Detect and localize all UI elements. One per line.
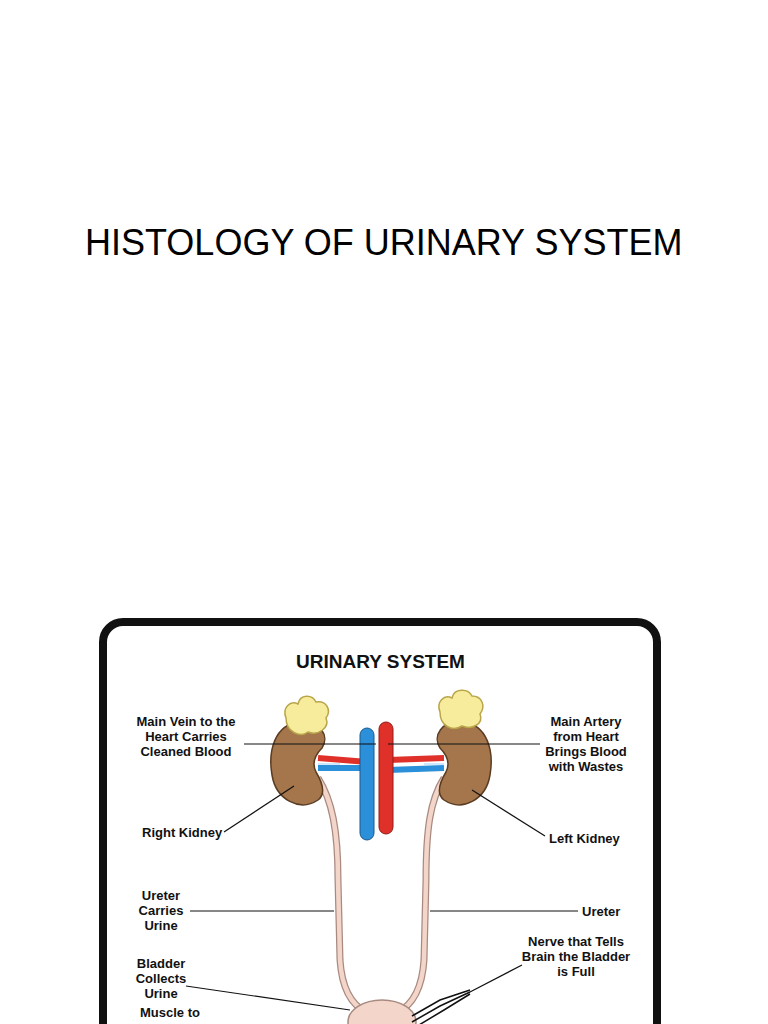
- callout-label: Main Vein to the Heart Carries Cleaned B…: [130, 714, 242, 759]
- frame-heading: URINARY SYSTEM: [296, 651, 465, 673]
- leader-line: [190, 910, 334, 911]
- renal-artery: [388, 758, 444, 760]
- left-kidney: [437, 722, 491, 805]
- ureter-right: [318, 778, 366, 1012]
- ureter-left: [398, 778, 444, 1012]
- renal-vein: [388, 768, 444, 770]
- adrenal-gland: [285, 696, 328, 734]
- aorta: [379, 722, 393, 834]
- slide-title: HISTOLOGY OF URINARY SYSTEM: [85, 222, 682, 264]
- ureter-outline: [398, 778, 444, 1012]
- bladder: [348, 1000, 416, 1024]
- leader-line: [244, 743, 376, 744]
- adrenal-gland: [439, 690, 483, 728]
- ureter-outline: [318, 778, 366, 1012]
- leader-line: [472, 790, 545, 836]
- callout-label: Right Kidney: [142, 825, 222, 840]
- leader-line: [470, 965, 522, 992]
- vena-cava: [360, 728, 374, 840]
- callout-label: Muscle to: [140, 1005, 200, 1020]
- callout-label: Bladder Collects Urine: [129, 956, 193, 1001]
- nerve: [412, 990, 470, 1024]
- callout-label: Nerve that Tells Brain the Bladder is Fu…: [518, 934, 634, 979]
- picture-frame: [103, 622, 657, 1024]
- callout-label: Main Artery from Heart Brings Blood with…: [536, 714, 636, 774]
- leader-line: [430, 910, 578, 911]
- leader-line: [388, 743, 540, 744]
- leader-line: [186, 986, 350, 1010]
- callout-label: Left Kidney: [549, 831, 620, 846]
- leader-line: [224, 786, 294, 832]
- callout-label: Ureter: [582, 904, 620, 919]
- callout-label: Ureter Carries Urine: [129, 888, 193, 933]
- leader-lines: [186, 744, 578, 1010]
